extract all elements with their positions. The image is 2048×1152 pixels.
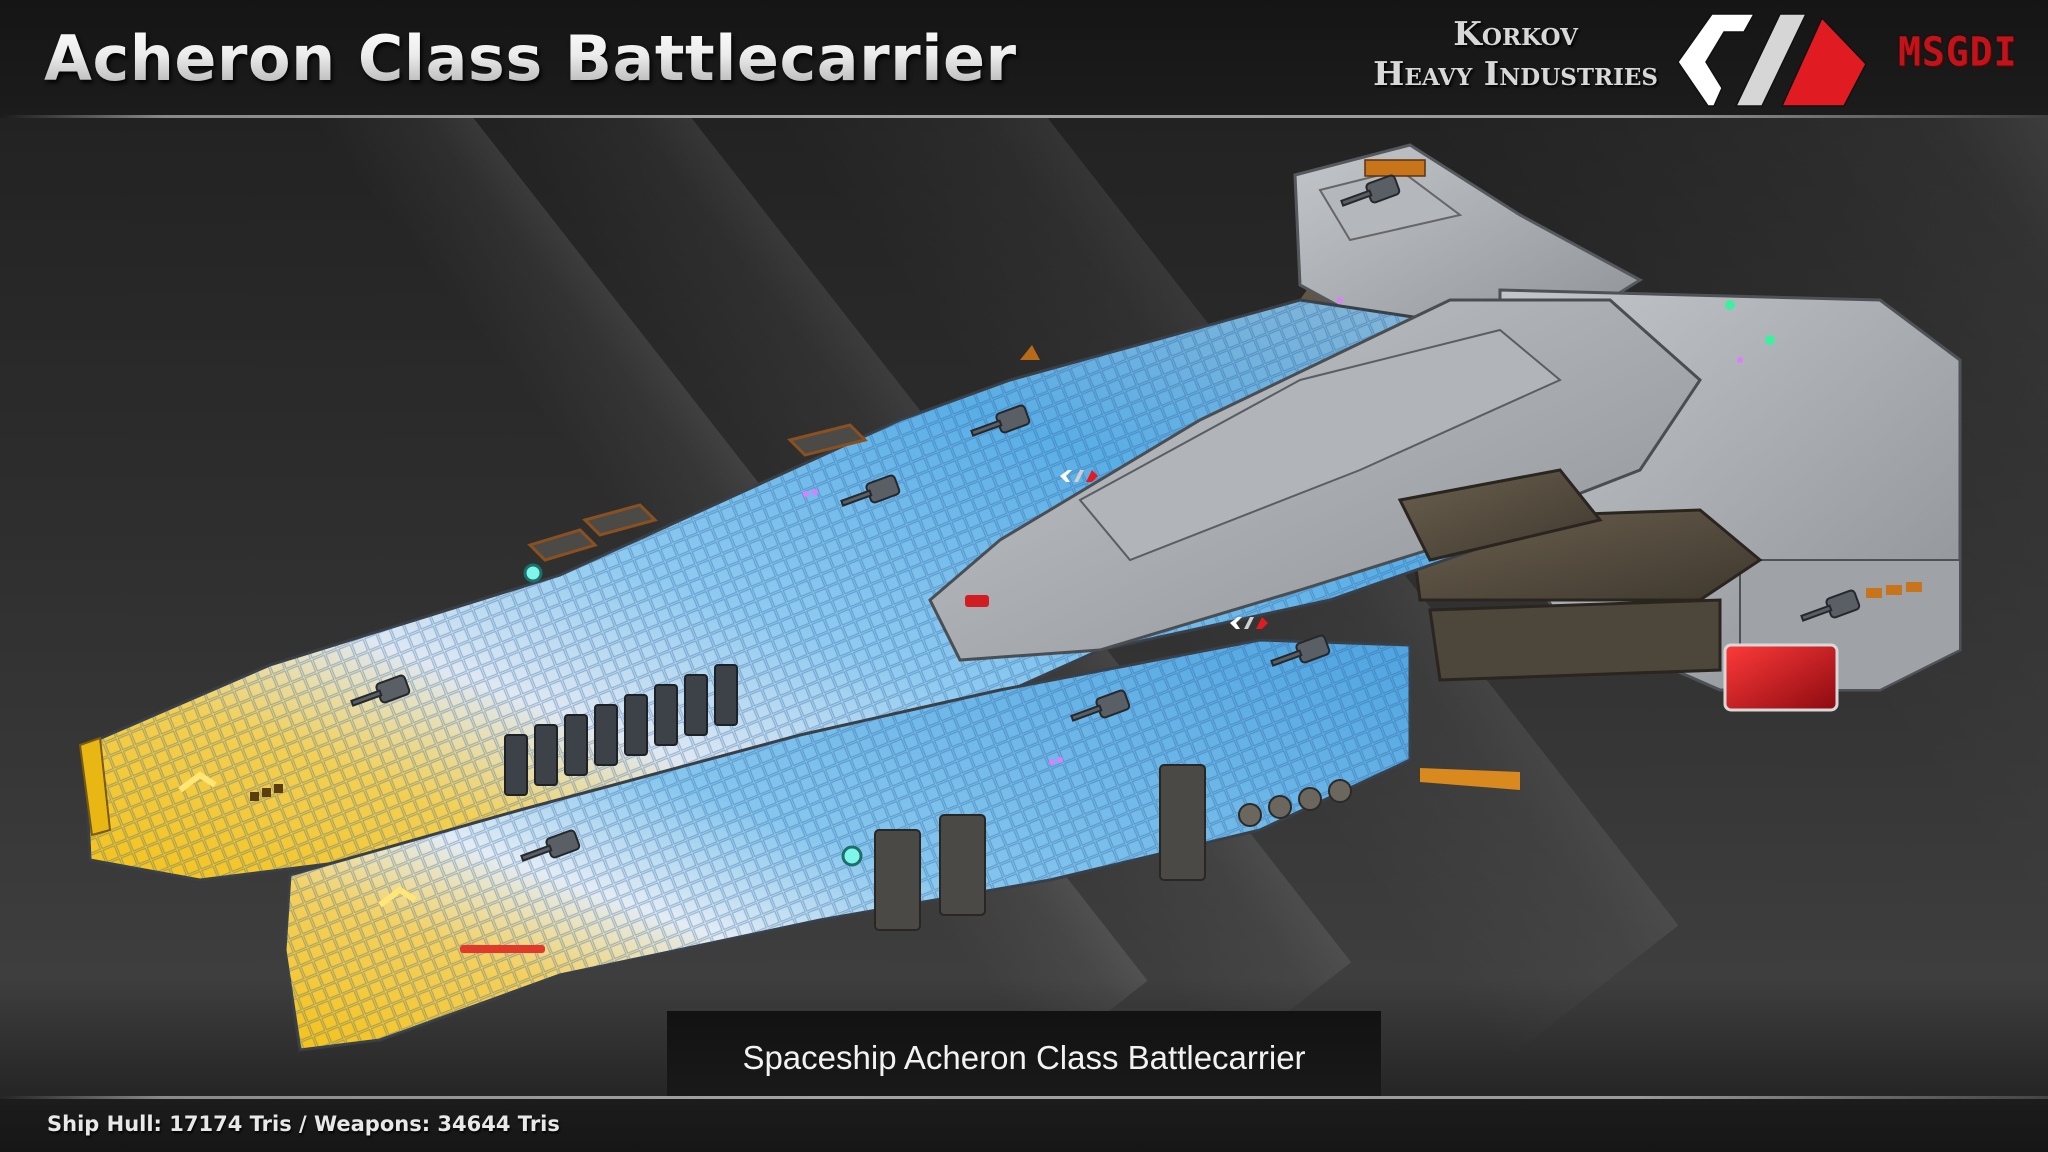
header-divider: [0, 115, 2048, 118]
caption-box: Spaceship Acheron Class Battlecarrier: [667, 1011, 1381, 1107]
page-title: Acheron Class Battlecarrier: [44, 22, 1017, 95]
spaceship-render: [78, 143, 1962, 1052]
company-name: Korkov Heavy Industries: [1373, 14, 1658, 94]
company-name-line1: Korkov: [1453, 14, 1578, 53]
tri-count-stats: Ship Hull: 17174 Tris / Weapons: 34644 T…: [47, 1112, 560, 1136]
header-bar: Acheron Class Battlecarrier Korkov Heavy…: [0, 0, 2048, 118]
footer-divider: [0, 1096, 2048, 1099]
company-name-line2: Heavy Industries: [1373, 54, 1658, 93]
korkov-logo-icon: [1677, 13, 1867, 107]
footer-bar: [0, 1099, 2048, 1152]
caption-text: Spaceship Acheron Class Battlecarrier: [742, 1039, 1306, 1076]
msgdi-logo: MSGDI: [1898, 28, 2018, 76]
